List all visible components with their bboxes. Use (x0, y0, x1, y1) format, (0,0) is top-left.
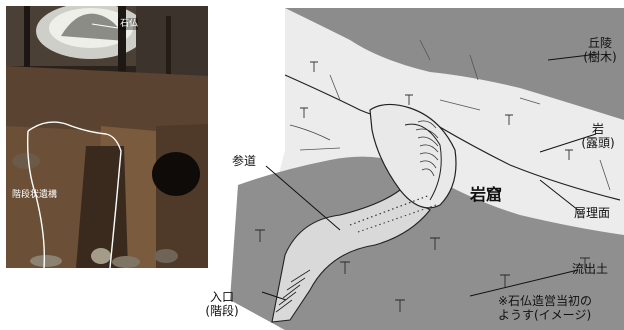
rock-outcrop-label: 岩 (露頭) (580, 122, 616, 150)
image-note: ※石仏造営当初の ようす(イメージ) (498, 294, 592, 322)
grotto-label: 岩窟 (470, 188, 502, 202)
bedding-plane-label: 層理面 (574, 206, 610, 220)
entrance-label-line2: (階段) (202, 304, 242, 318)
hill-label: 丘陵 (樹木) (582, 36, 618, 64)
hill-label-line2: (樹木) (582, 50, 618, 64)
rock-label-line1: 岩 (580, 122, 616, 136)
entrance-label-line1: 入口 (202, 290, 242, 304)
outflow-soil-label: 流出土 (572, 262, 608, 276)
rock-label-line2: (露頭) (580, 136, 616, 150)
entrance-label: 入口 (階段) (202, 290, 242, 318)
hill-label-line1: 丘陵 (582, 36, 618, 50)
note-line2: ようす(イメージ) (498, 308, 592, 322)
note-line1: ※石仏造営当初の (498, 294, 592, 308)
approach-label: 参道 (232, 154, 256, 168)
